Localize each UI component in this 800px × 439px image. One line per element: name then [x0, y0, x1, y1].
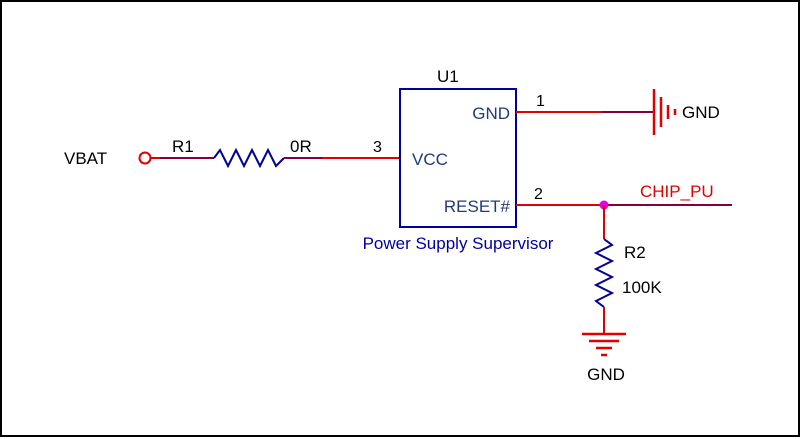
u1-pin-vcc-name: VCC: [412, 150, 448, 169]
r1-value: 0R: [290, 137, 312, 156]
r2-resistor: R2 100K: [593, 238, 662, 308]
r1-resistor: R1 0R: [160, 137, 322, 169]
gnd-right-label: GND: [682, 103, 720, 122]
gnd-bottom-label: GND: [587, 365, 625, 384]
u1-pin-gnd-name: GND: [472, 104, 510, 123]
chip-pu-net-label: CHIP_PU: [640, 182, 714, 201]
gnd-right-symbol: GND: [652, 89, 720, 135]
u1-pin1-number: 1: [536, 93, 545, 110]
r2-zigzag: [593, 238, 615, 308]
vbat-port: VBAT: [64, 149, 152, 168]
u1-body: [399, 88, 517, 228]
vbat-terminal-circle: [138, 151, 152, 165]
u1-chip: U1 GND VCC RESET# Power Supply Superviso…: [363, 67, 554, 253]
u1-designator: U1: [437, 67, 459, 86]
r1-zigzag: [213, 147, 285, 169]
u1-pin-reset-name: RESET#: [444, 197, 511, 216]
r2-value: 100K: [622, 278, 662, 297]
u1-pin2-number: 2: [534, 186, 543, 203]
u1-description: Power Supply Supervisor: [363, 234, 554, 253]
gnd-bottom-symbol: GND: [582, 332, 626, 384]
u1-pin3-number: 3: [373, 139, 382, 156]
r2-designator: R2: [624, 243, 646, 262]
r1-designator: R1: [172, 137, 194, 156]
vbat-label: VBAT: [64, 149, 107, 168]
